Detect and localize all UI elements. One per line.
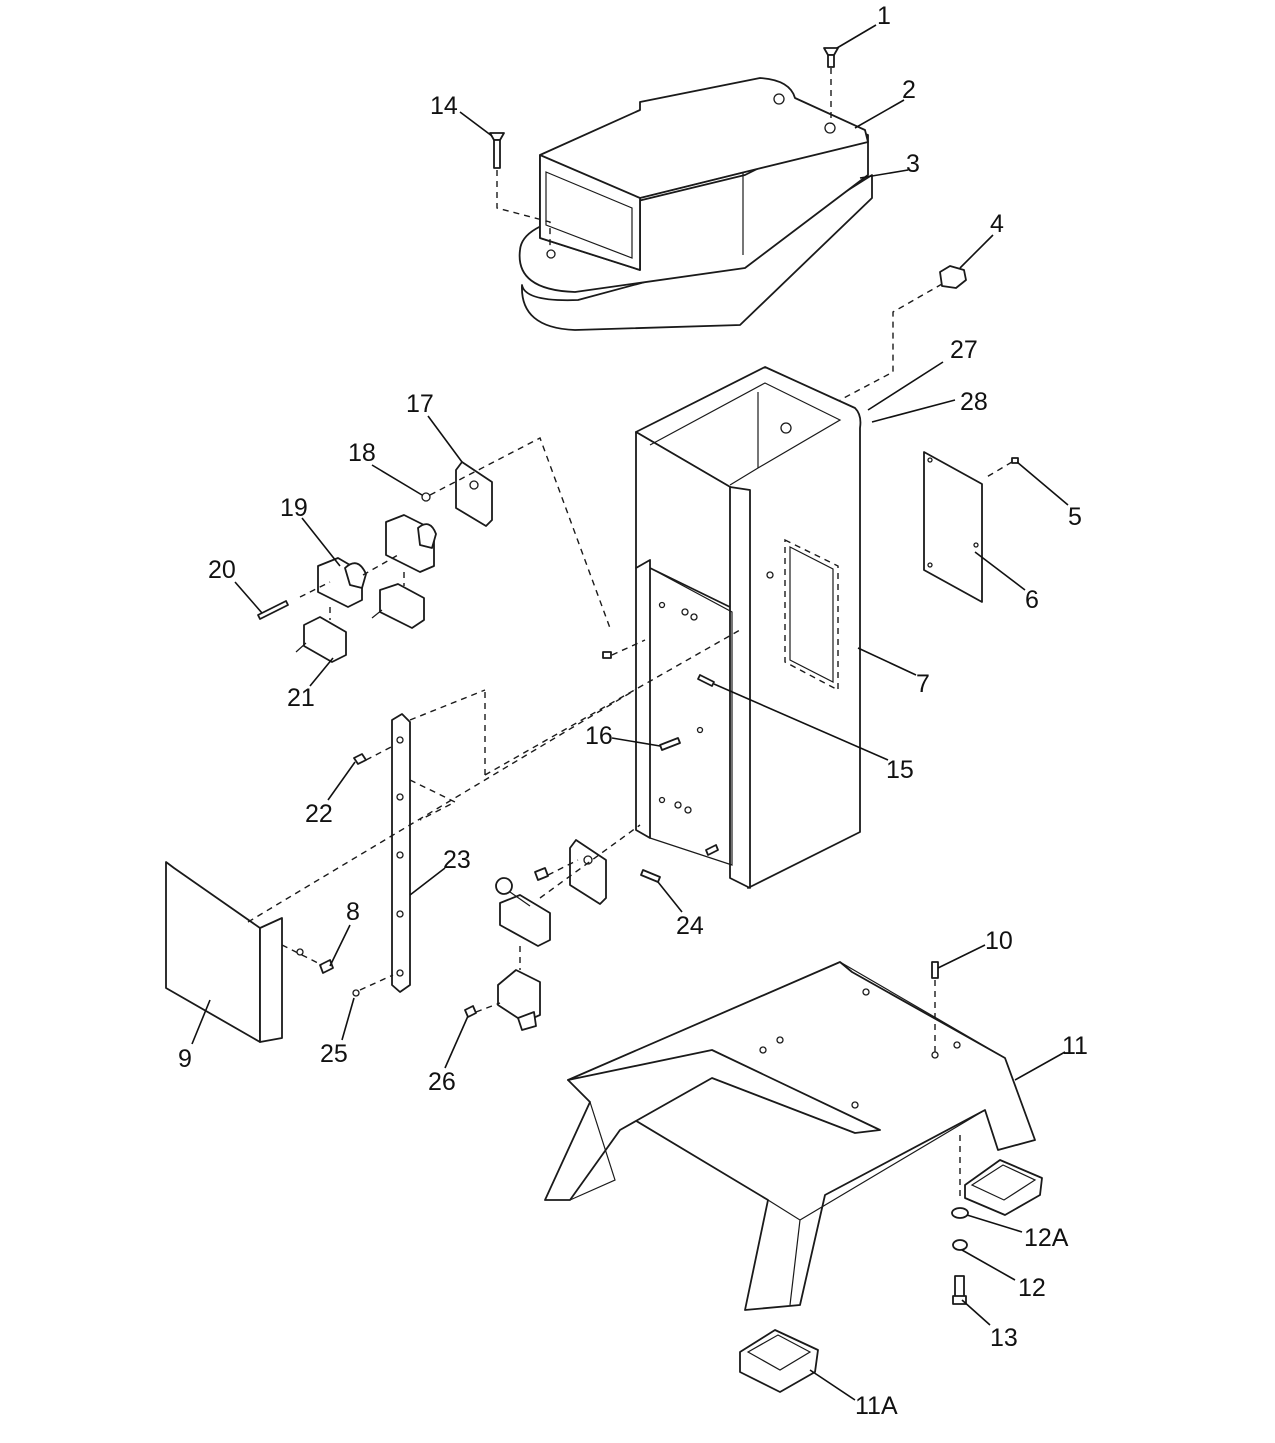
callout-7: 7 — [916, 670, 930, 698]
callout-3: 3 — [906, 150, 920, 178]
callout-11a: 11A — [855, 1392, 898, 1420]
callout-17: 17 — [406, 390, 434, 418]
part-plug-4 — [839, 265, 967, 401]
part-main-column — [635, 366, 862, 889]
part-rail — [353, 689, 486, 993]
callout-20: 20 — [208, 556, 236, 584]
callout-12: 12 — [1018, 1274, 1046, 1302]
callout-4: 4 — [990, 210, 1004, 238]
callout-25: 25 — [320, 1040, 348, 1068]
callout-21: 21 — [287, 684, 315, 712]
part-screw-1 — [823, 47, 839, 124]
callout-15: 15 — [886, 756, 914, 784]
part-cover-plate — [923, 451, 1019, 603]
part-bracket-guard — [165, 689, 636, 1043]
callout-23: 23 — [443, 846, 471, 874]
part-feet-hardware — [739, 1159, 1043, 1393]
callout-16: 16 — [585, 722, 613, 750]
part-base — [544, 961, 1036, 1311]
callout-13: 13 — [990, 1324, 1018, 1352]
callout-1: 1 — [877, 2, 891, 30]
part-switch-lower — [464, 824, 641, 1031]
part-screw-14 — [489, 132, 551, 246]
callout-14: 14 — [430, 92, 458, 120]
callout-10: 10 — [985, 927, 1013, 955]
callout-2: 2 — [902, 76, 916, 104]
part-wheel-cover — [518, 77, 873, 331]
callout-27: 27 — [950, 336, 978, 364]
callout-9: 9 — [178, 1045, 192, 1073]
part-switch-upper — [257, 437, 611, 663]
callout-11: 11 — [1062, 1032, 1088, 1060]
callout-24: 24 — [676, 912, 704, 940]
callout-19: 19 — [280, 494, 308, 522]
callout-22: 22 — [305, 800, 333, 828]
callout-28: 28 — [960, 388, 988, 416]
callout-8: 8 — [346, 898, 360, 926]
leader-lines — [191, 24, 1069, 1401]
part-studs — [484, 629, 741, 883]
callout-6: 6 — [1025, 586, 1039, 614]
callout-18: 18 — [348, 439, 376, 467]
callout-26: 26 — [428, 1068, 456, 1096]
callout-5: 5 — [1068, 503, 1082, 531]
callouts: 1 2 3 4 5 6 7 8 9 10 11 11A 12 12A 13 14… — [178, 2, 1088, 1420]
callout-12a: 12A — [1024, 1224, 1069, 1252]
